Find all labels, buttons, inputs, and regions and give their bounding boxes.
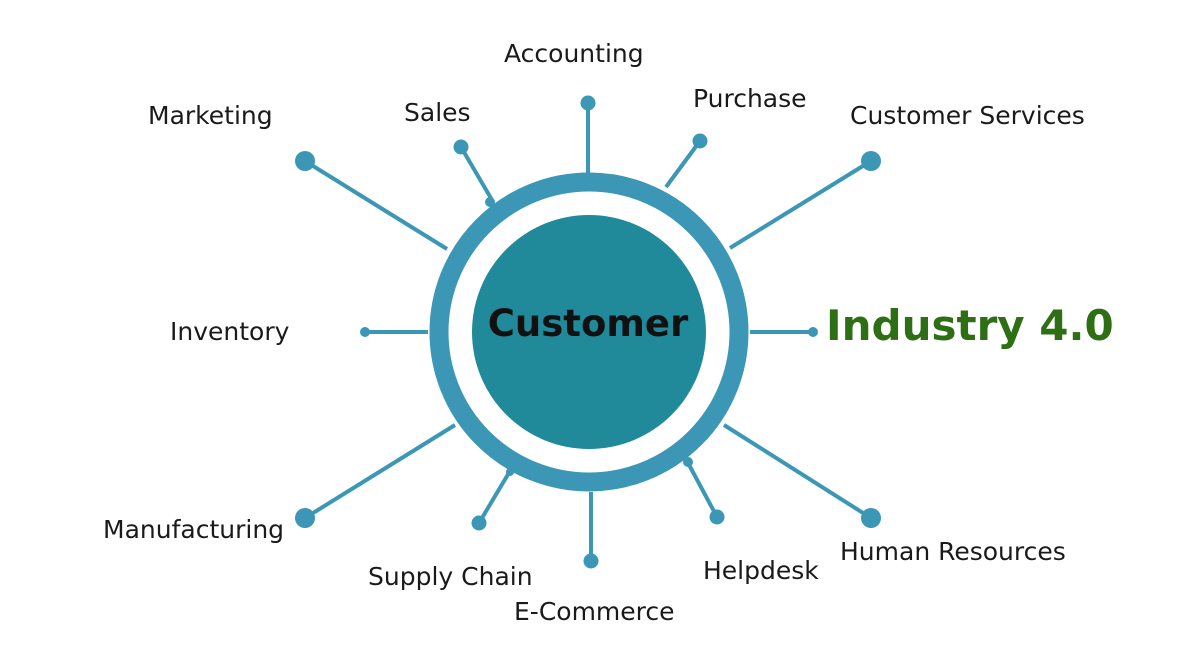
label-e-commerce: E-Commerce bbox=[514, 597, 675, 626]
label-purchase: Purchase bbox=[693, 84, 807, 113]
spoke-node-e-commerce bbox=[583, 553, 599, 569]
label-accounting: Accounting bbox=[504, 39, 644, 68]
spoke-node-accounting bbox=[580, 95, 596, 111]
spoke-node-marketing bbox=[295, 151, 315, 171]
spoke-sales bbox=[459, 145, 494, 202]
label-customer-services: Customer Services bbox=[850, 101, 1085, 130]
spoke-marketing bbox=[303, 159, 449, 251]
junction-dot-sales bbox=[485, 197, 495, 207]
label-supply-chain: Supply Chain bbox=[368, 562, 533, 591]
spoke-node-sales bbox=[453, 139, 469, 155]
hub-center-label: Customer bbox=[487, 302, 689, 345]
spoke-manufacturing bbox=[303, 423, 457, 520]
spoke-node-helpdesk bbox=[709, 509, 725, 525]
spoke-human-resources bbox=[722, 423, 873, 520]
label-sales: Sales bbox=[404, 98, 471, 127]
spoke-node-purchase bbox=[692, 133, 708, 149]
spoke-node-industry bbox=[808, 327, 818, 337]
junction-dot-helpdesk bbox=[683, 457, 693, 467]
hub-outer-ring bbox=[429, 172, 749, 492]
spoke-node-customer-services bbox=[861, 151, 881, 171]
spoke-node-human-resources bbox=[861, 508, 881, 528]
industry-label: Industry 4.0 bbox=[826, 301, 1114, 350]
spoke-customer-services bbox=[728, 159, 873, 250]
spoke-purchase bbox=[664, 139, 702, 189]
spoke-supply-chain bbox=[477, 469, 512, 525]
label-helpdesk: Helpdesk bbox=[703, 556, 819, 585]
label-human-resources: Human Resources bbox=[840, 537, 1066, 566]
spoke-node-manufacturing bbox=[295, 508, 315, 528]
label-inventory: Inventory bbox=[170, 317, 290, 346]
spoke-lines bbox=[295, 95, 881, 569]
junction-dot-supply-chain bbox=[506, 468, 514, 476]
label-marketing: Marketing bbox=[148, 101, 273, 130]
label-manufacturing: Manufacturing bbox=[103, 515, 285, 544]
ring-junction-dots bbox=[485, 197, 693, 476]
spoke-node-inventory bbox=[360, 327, 370, 337]
hub-core-circle bbox=[472, 215, 706, 449]
spoke-node-supply-chain bbox=[471, 515, 487, 531]
spoke-helpdesk bbox=[685, 460, 719, 518]
